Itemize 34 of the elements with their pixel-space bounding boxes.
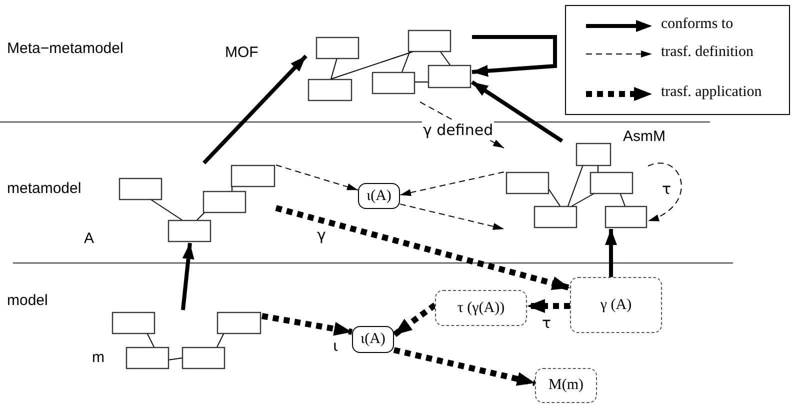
- arrow: [648, 162, 682, 222]
- legend-label: conforms to: [661, 17, 734, 32]
- rounded-box: ι(A): [358, 183, 400, 209]
- arrow: [202, 54, 308, 164]
- class-diagram-drawing: [504, 141, 648, 229]
- arrow: [527, 299, 570, 313]
- dashed-rounded-box: γ (A): [570, 277, 662, 333]
- model-name: A: [84, 229, 94, 249]
- level-label: model: [7, 291, 48, 311]
- model-name: m: [92, 348, 104, 368]
- arrow: [261, 313, 353, 336]
- arrow: [400, 171, 504, 196]
- arrow: [393, 347, 536, 386]
- class-diagram-drawing: [306, 28, 472, 102]
- arrow: [180, 242, 194, 310]
- model-name: MOF: [225, 43, 258, 63]
- class-diagram-drawing: [117, 163, 276, 243]
- rounded-box: ι(A): [352, 326, 394, 353]
- level-label: Meta−metamodel: [7, 39, 124, 59]
- dashed-rounded-box: M(m): [535, 368, 597, 403]
- dashed-rounded-box: τ (γ(A)): [435, 290, 527, 326]
- arrow: [275, 205, 571, 291]
- model-name: AsmM: [623, 127, 666, 147]
- arrow: [392, 302, 437, 338]
- arrow: [470, 80, 564, 143]
- arrow: [276, 164, 358, 191]
- arrow: [605, 229, 617, 277]
- class-diagram-drawing: [110, 310, 262, 370]
- arrow: [472, 35, 557, 77]
- legend-label: trasf. application: [661, 85, 762, 100]
- legend-label: trasf. definition: [661, 45, 754, 60]
- arrow: [400, 204, 504, 230]
- edge-label: γ defined: [422, 121, 494, 140]
- level-label: metamodel: [7, 179, 82, 199]
